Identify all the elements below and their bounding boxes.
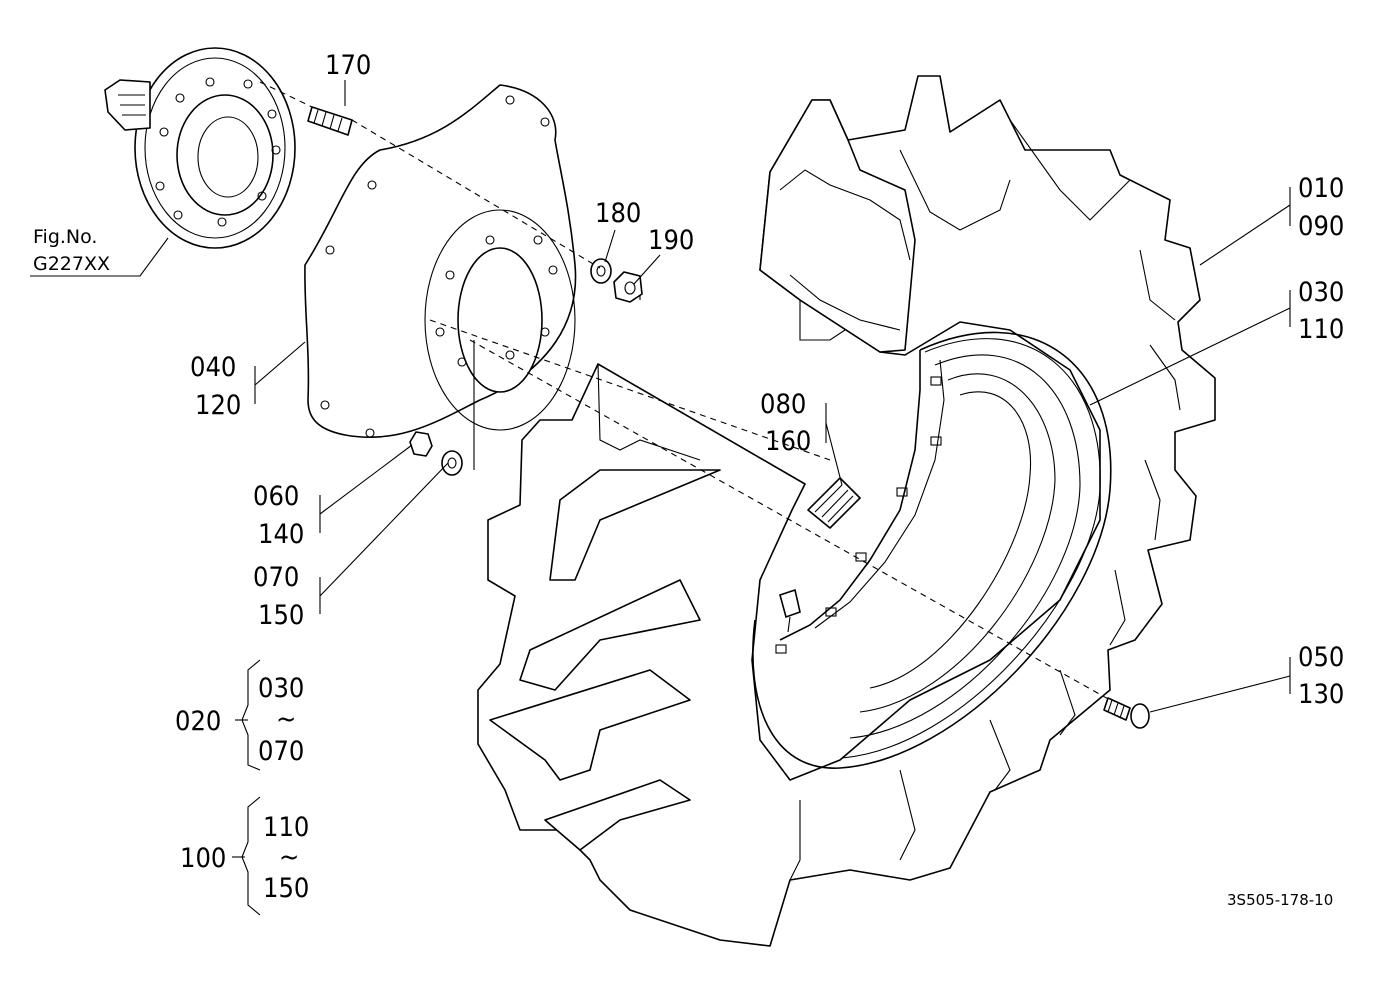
callout-110: 110 [1298, 314, 1344, 345]
figure-reference-number: G227XX [33, 253, 110, 275]
hub [104, 47, 296, 249]
nut-190 [613, 271, 643, 303]
callout-150: 150 [258, 600, 304, 631]
callout-030: 030 [1298, 277, 1344, 308]
callout-160: 160 [765, 426, 811, 457]
callout-120: 120 [195, 390, 241, 421]
callout-050: 050 [1298, 642, 1344, 673]
callout-080: 080 [760, 389, 806, 420]
drawing-code: 3S505-178-10 [1227, 891, 1333, 909]
leader-lines [30, 80, 1291, 916]
stud-bolt [307, 106, 353, 136]
group-range-end: 070 [258, 736, 304, 767]
callout-070: 070 [253, 562, 299, 593]
group-range-end: 150 [263, 873, 309, 904]
callout-170: 170 [325, 50, 371, 81]
group-id: 020 [175, 706, 221, 737]
callout-190: 190 [648, 225, 694, 256]
group-range-start: 030 [258, 673, 304, 704]
callout-060: 060 [253, 481, 299, 512]
group-id: 100 [180, 843, 226, 874]
figure-reference-label: Fig.No. [33, 226, 97, 248]
washer-180 [590, 258, 612, 284]
group-range-tilde: ~ [276, 704, 296, 735]
callout-140: 140 [258, 519, 304, 550]
callout-040: 040 [190, 352, 236, 383]
label-sticker-080 [807, 477, 861, 529]
washer-070 [441, 450, 463, 476]
callout-130: 130 [1298, 679, 1344, 710]
callout-180: 180 [595, 198, 641, 229]
center-disc [304, 84, 577, 439]
callout-090: 090 [1298, 211, 1344, 242]
valve-bolt-050 [1103, 697, 1150, 729]
group-range-tilde: ~ [279, 842, 299, 873]
callout-010: 010 [1298, 173, 1344, 204]
group-range-start: 110 [263, 812, 309, 843]
tire [477, 75, 1216, 947]
nut-060 [409, 431, 433, 457]
